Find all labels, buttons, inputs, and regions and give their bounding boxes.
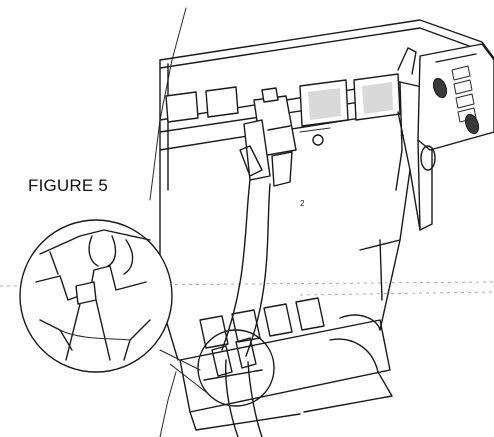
- leader-line: [149, 7, 187, 437]
- callouts: 1 2: [300, 129, 405, 208]
- cable-bracket: [179, 239, 393, 431]
- focus-circle: [159, 329, 275, 407]
- callout-number: 1: [400, 129, 405, 138]
- port-row: [165, 73, 401, 146]
- cable: [221, 179, 271, 437]
- magnified-inset: [19, 219, 173, 373]
- latch-bracket: [397, 43, 494, 231]
- figure-label: FIGURE 5: [28, 176, 109, 195]
- scan-artifacts: [0, 281, 494, 296]
- callout-number: 2: [300, 199, 305, 208]
- connector-plug: [239, 87, 297, 187]
